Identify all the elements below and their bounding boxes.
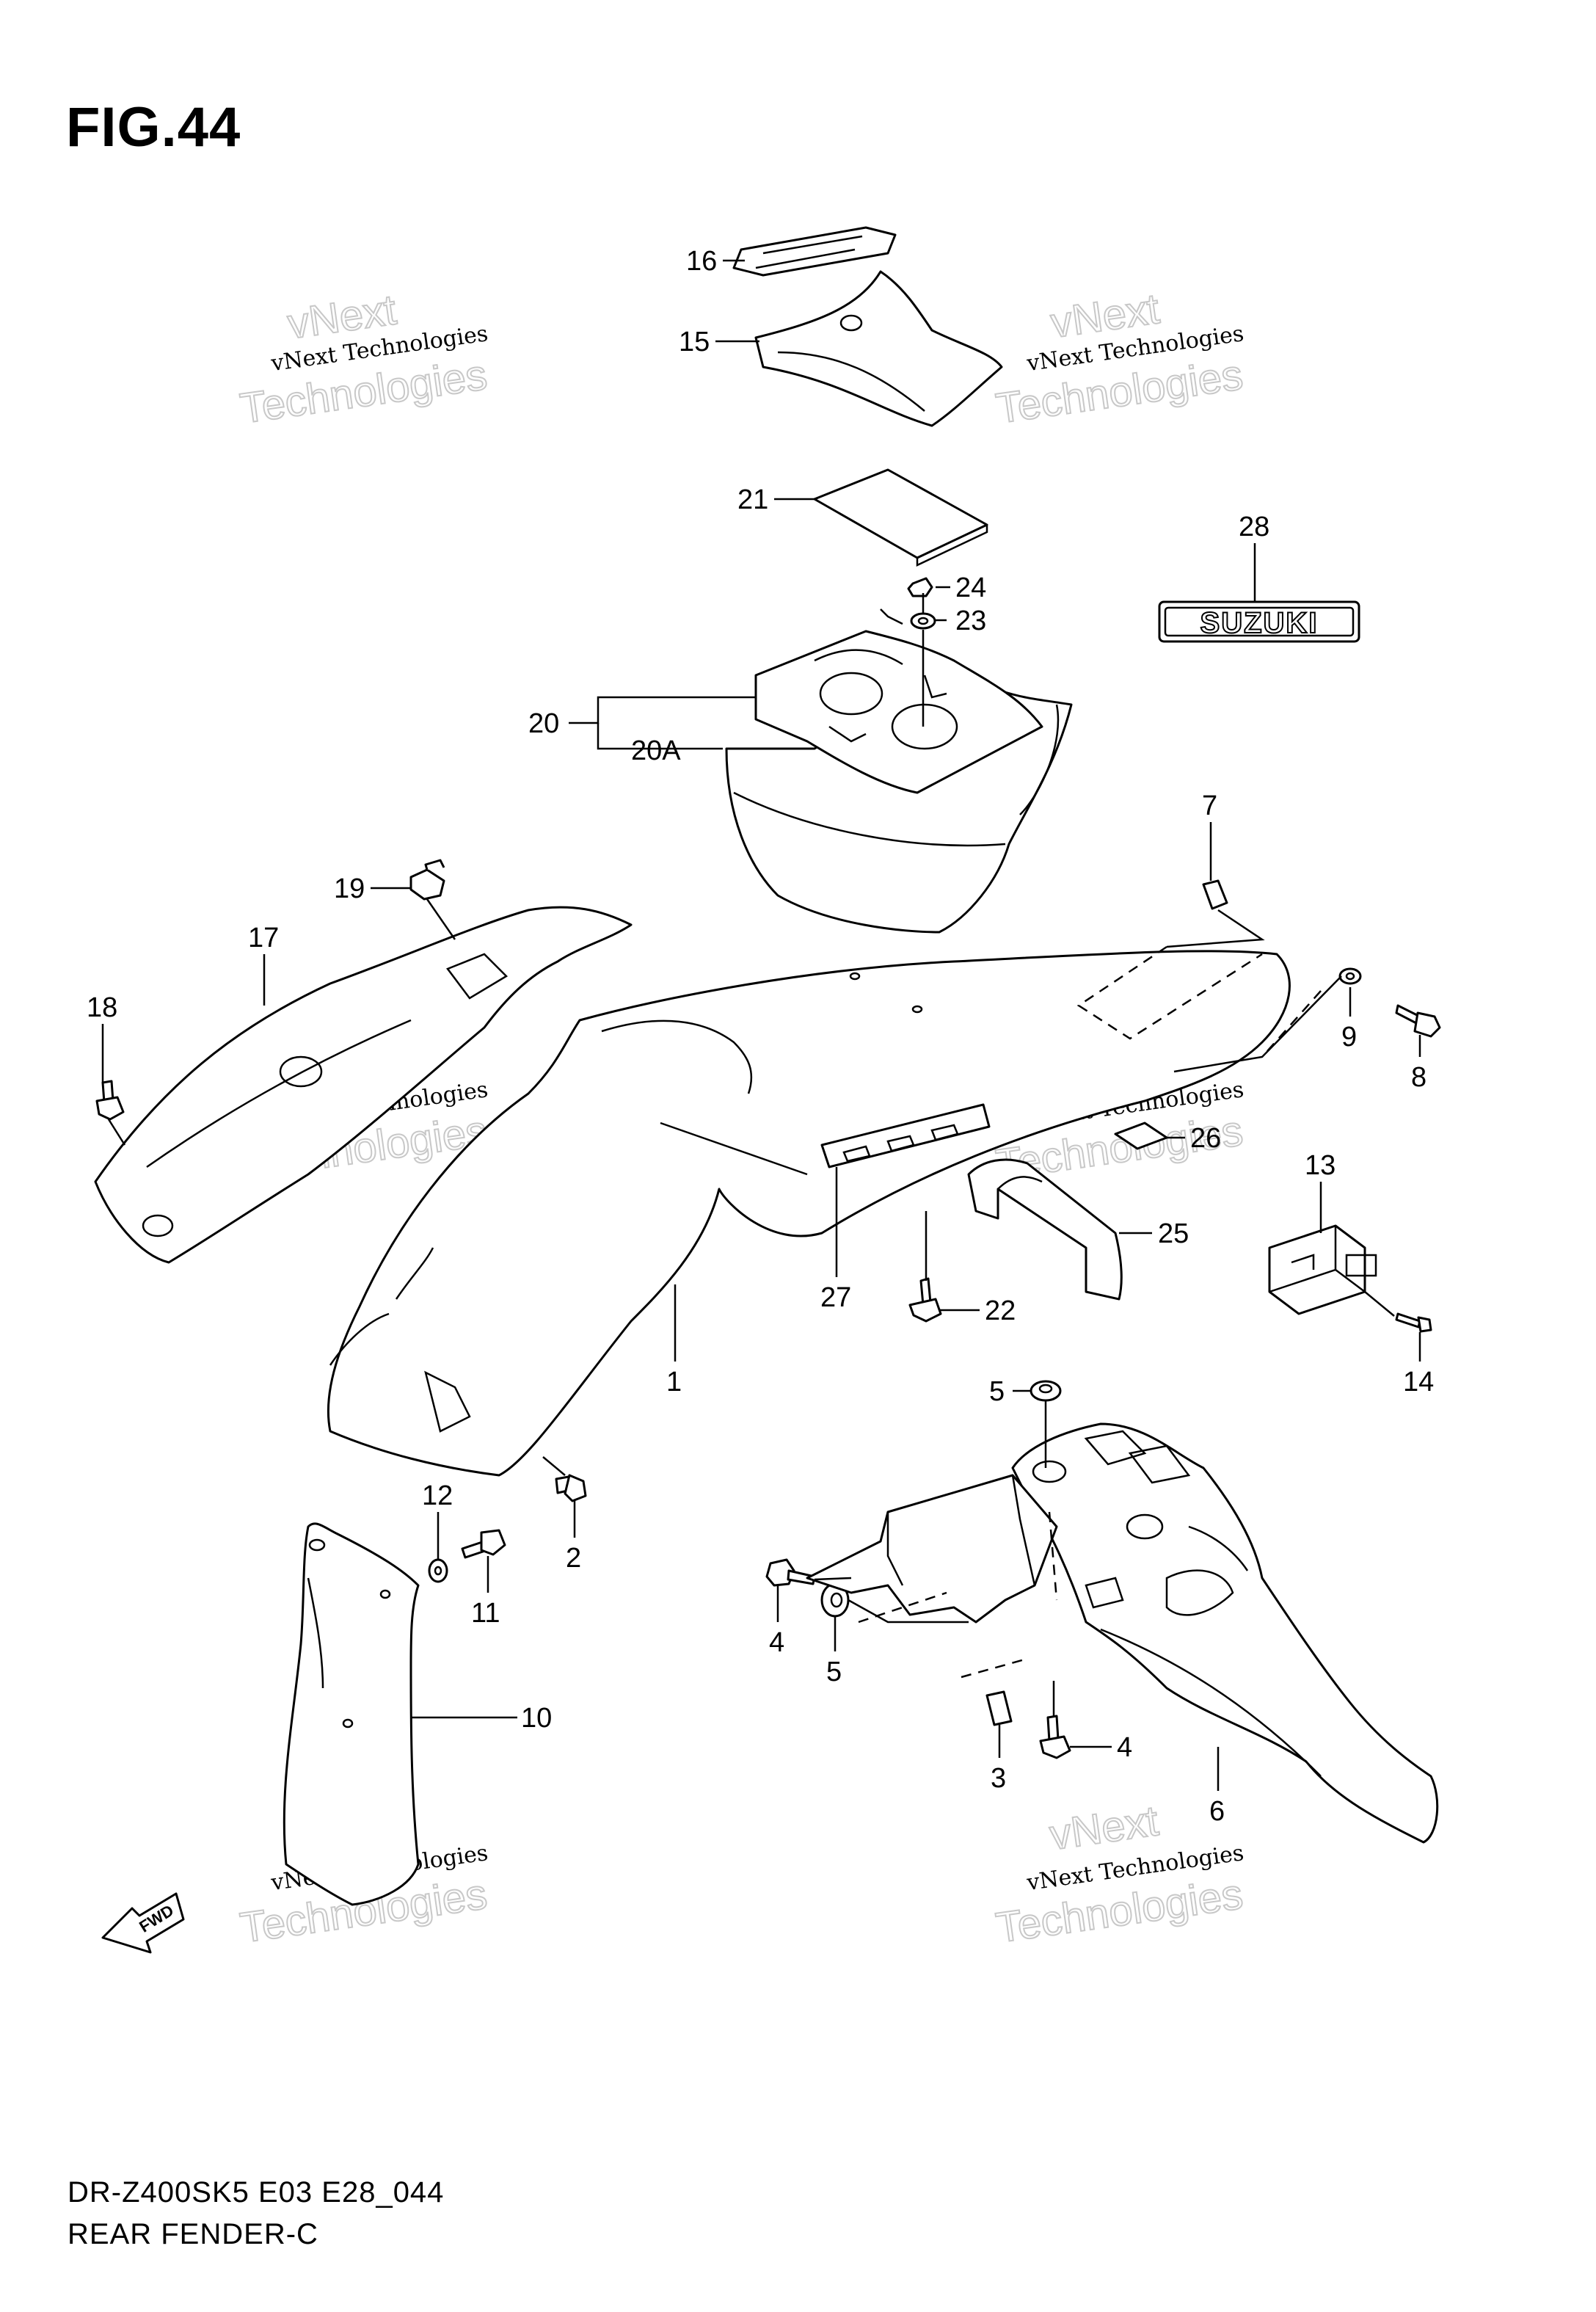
- callout-16: 16: [686, 246, 717, 277]
- callout-15: 15: [679, 327, 710, 357]
- svg-text:vNext: vNext: [1046, 1797, 1161, 1859]
- callout-18: 18: [87, 992, 117, 1023]
- part-10-mud-flap: [283, 1522, 420, 1906]
- figure-name: REAR FENDER-C: [68, 2218, 318, 2250]
- part-22-bolt: [908, 1277, 942, 1323]
- part-15-tool-bag: [754, 270, 1003, 427]
- callout-23: 23: [955, 606, 986, 636]
- part-8-bolt: [1395, 1004, 1441, 1038]
- callout-2: 2: [566, 1543, 581, 1574]
- model-code: DR-Z400SK5 E03 E28_044: [68, 2176, 445, 2209]
- callout-3: 3: [991, 1763, 1006, 1794]
- part-2-bolt: [555, 1474, 587, 1502]
- part-11-bolt: [461, 1529, 506, 1559]
- part-18-bolt: [95, 1080, 125, 1121]
- callout-4-upper: 4: [769, 1627, 784, 1658]
- part-21-pad: [813, 468, 988, 567]
- watermark-top-right: vNext vNext Technologies Technologies: [992, 284, 1246, 434]
- callout-20a: 20A: [631, 735, 681, 766]
- part-23-washer: [910, 612, 936, 630]
- callout-12: 12: [422, 1480, 453, 1511]
- callout-10: 10: [521, 1703, 552, 1734]
- callout-24: 24: [955, 572, 986, 603]
- part-1-rear-fender: [327, 950, 1291, 1477]
- callout-9: 9: [1341, 1022, 1357, 1053]
- part-25-grab-handle: [967, 1158, 1123, 1301]
- fwd-arrow-icon: FWD: [101, 1892, 185, 1954]
- part-17-side-cover: [94, 906, 633, 1264]
- callout-28: 28: [1239, 512, 1269, 542]
- callout-21: 21: [737, 484, 768, 515]
- assembly-lines: [107, 593, 1395, 1716]
- callout-22: 22: [985, 1295, 1016, 1326]
- part-16-strap: [732, 226, 897, 277]
- watermark-top-left: vNext vNext Technologies Technologies: [236, 285, 490, 433]
- part-24-nut: [907, 577, 933, 597]
- part-28-suzuki-emblem: SUZUKI: [1158, 600, 1360, 643]
- callout-leader-lines: [101, 259, 1421, 1791]
- figure-title: FIG.44: [66, 96, 241, 159]
- part-4-bolt-upper: [765, 1558, 816, 1587]
- callout-8: 8: [1411, 1062, 1426, 1093]
- callout-14: 14: [1403, 1367, 1434, 1397]
- part-6-rear-fender-extension: [806, 1422, 1439, 1844]
- part-13-relay: [1268, 1224, 1377, 1315]
- part-9-washer: [1338, 967, 1362, 985]
- part-14-screw: [1395, 1312, 1432, 1333]
- part-5-grommet-upper: [1030, 1380, 1062, 1402]
- part-20-tool-box: [725, 630, 1073, 934]
- part-19-bolt: [409, 859, 445, 901]
- callout-5-lower: 5: [826, 1657, 842, 1687]
- callout-19: 19: [334, 873, 365, 904]
- callout-27: 27: [820, 1282, 851, 1313]
- callout-labels: 16 15 21 24 23 20 20A 28 7 9 8 19 17 18 …: [87, 246, 1434, 1827]
- part-12-washer: [428, 1558, 448, 1583]
- part-3-clip: [985, 1690, 1013, 1726]
- callout-13: 13: [1305, 1150, 1336, 1181]
- callout-25: 25: [1158, 1218, 1189, 1249]
- callout-17: 17: [248, 923, 279, 953]
- part-7-clip-nut: [1202, 879, 1228, 910]
- callout-11: 11: [471, 1598, 500, 1629]
- callout-6: 6: [1209, 1796, 1225, 1827]
- callout-20: 20: [528, 708, 559, 739]
- callout-26: 26: [1190, 1123, 1221, 1154]
- callout-4-lower: 4: [1117, 1732, 1132, 1763]
- part-4-bolt-lower: [1039, 1715, 1071, 1759]
- callout-7: 7: [1202, 790, 1217, 821]
- suzuki-emblem-text: SUZUKI: [1200, 607, 1319, 639]
- callout-1: 1: [666, 1367, 682, 1397]
- part-27-reflector: [820, 1103, 991, 1168]
- callout-5-upper: 5: [989, 1376, 1005, 1407]
